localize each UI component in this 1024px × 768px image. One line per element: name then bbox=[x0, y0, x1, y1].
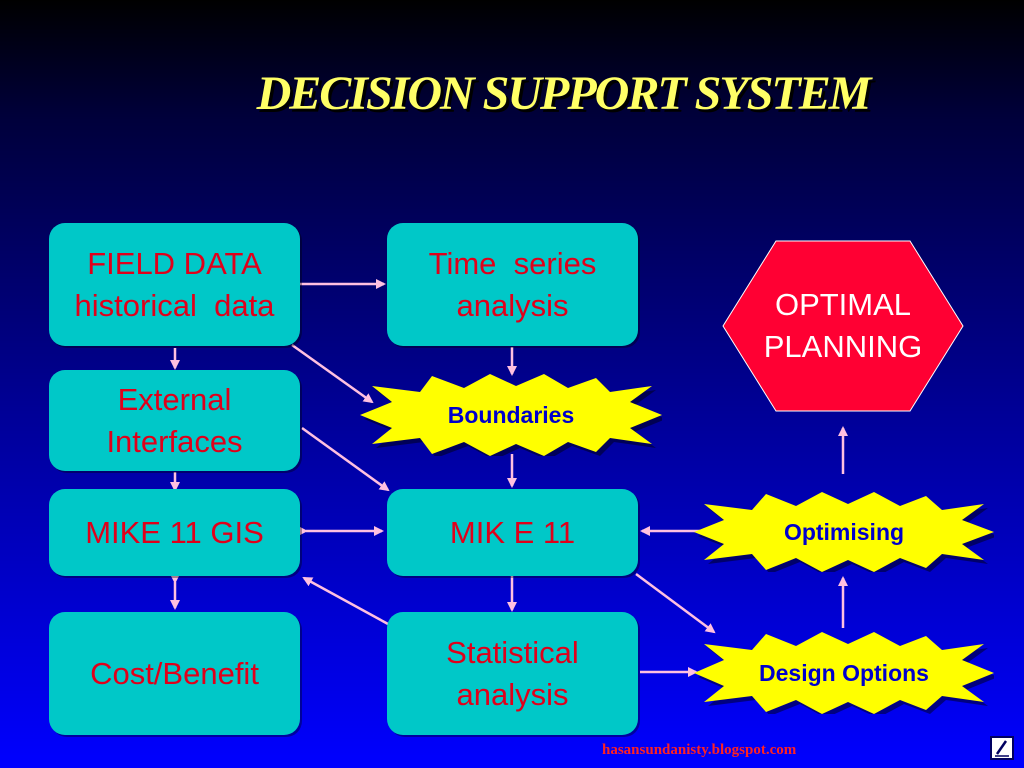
analysis-label: analysis bbox=[456, 287, 569, 323]
arrow-statistical-to-gis bbox=[302, 576, 389, 626]
statistical-analysis-label: analysis bbox=[456, 676, 569, 712]
mike-11-label: MIK E 11 bbox=[449, 514, 576, 550]
mike-11-box: MIK E 11 bbox=[387, 489, 638, 576]
optimal-planning-shape: OPTIMAL PLANNING bbox=[722, 240, 964, 412]
boundaries-label: Boundaries bbox=[447, 401, 575, 428]
optimising-burst: Optimising bbox=[694, 492, 994, 572]
cost-benefit-box: Cost/Benefit bbox=[49, 612, 300, 735]
optimising-label: Optimising bbox=[783, 518, 905, 545]
burst-shape bbox=[694, 492, 994, 572]
external-interfaces-box: External Interfaces bbox=[49, 370, 300, 471]
external-label: External bbox=[117, 381, 232, 417]
statistical-analysis-box: Statistical analysis bbox=[387, 612, 638, 735]
cost-benefit-label: Cost/Benefit bbox=[90, 655, 259, 691]
burst-shape bbox=[360, 374, 662, 456]
arrow-mike11-to-design bbox=[635, 572, 716, 634]
footer-url[interactable]: hasansundanisty.blogspot.com bbox=[602, 742, 797, 758]
mike-11-gis-box: MIKE 11 GIS bbox=[49, 489, 300, 576]
octagon-shape bbox=[722, 240, 964, 412]
time-series-box: Time series analysis bbox=[387, 223, 638, 346]
statistical-label: Statistical bbox=[446, 634, 579, 670]
optimal-label: OPTIMAL bbox=[774, 287, 912, 322]
historical-data-label: historical data bbox=[74, 287, 275, 323]
boundaries-burst: Boundaries bbox=[360, 374, 662, 456]
arrow-field-to-boundaries bbox=[291, 343, 374, 404]
edit-pen-icon[interactable] bbox=[990, 736, 1014, 760]
planning-label: PLANNING bbox=[763, 329, 923, 364]
time-series-label: Time series bbox=[428, 245, 597, 281]
arrow-external-to-mike11 bbox=[301, 426, 390, 492]
page-title: DECISION SUPPORT SYSTEM bbox=[256, 67, 872, 120]
design-options-burst: Design Options bbox=[694, 632, 994, 714]
burst-shape bbox=[694, 632, 994, 714]
field-data-box: FIELD DATA historical data bbox=[49, 223, 300, 346]
interfaces-label: Interfaces bbox=[106, 423, 243, 459]
field-data-label: FIELD DATA bbox=[87, 245, 262, 281]
design-options-label: Design Options bbox=[759, 659, 929, 686]
mike-11-gis-label: MIKE 11 GIS bbox=[85, 514, 264, 550]
